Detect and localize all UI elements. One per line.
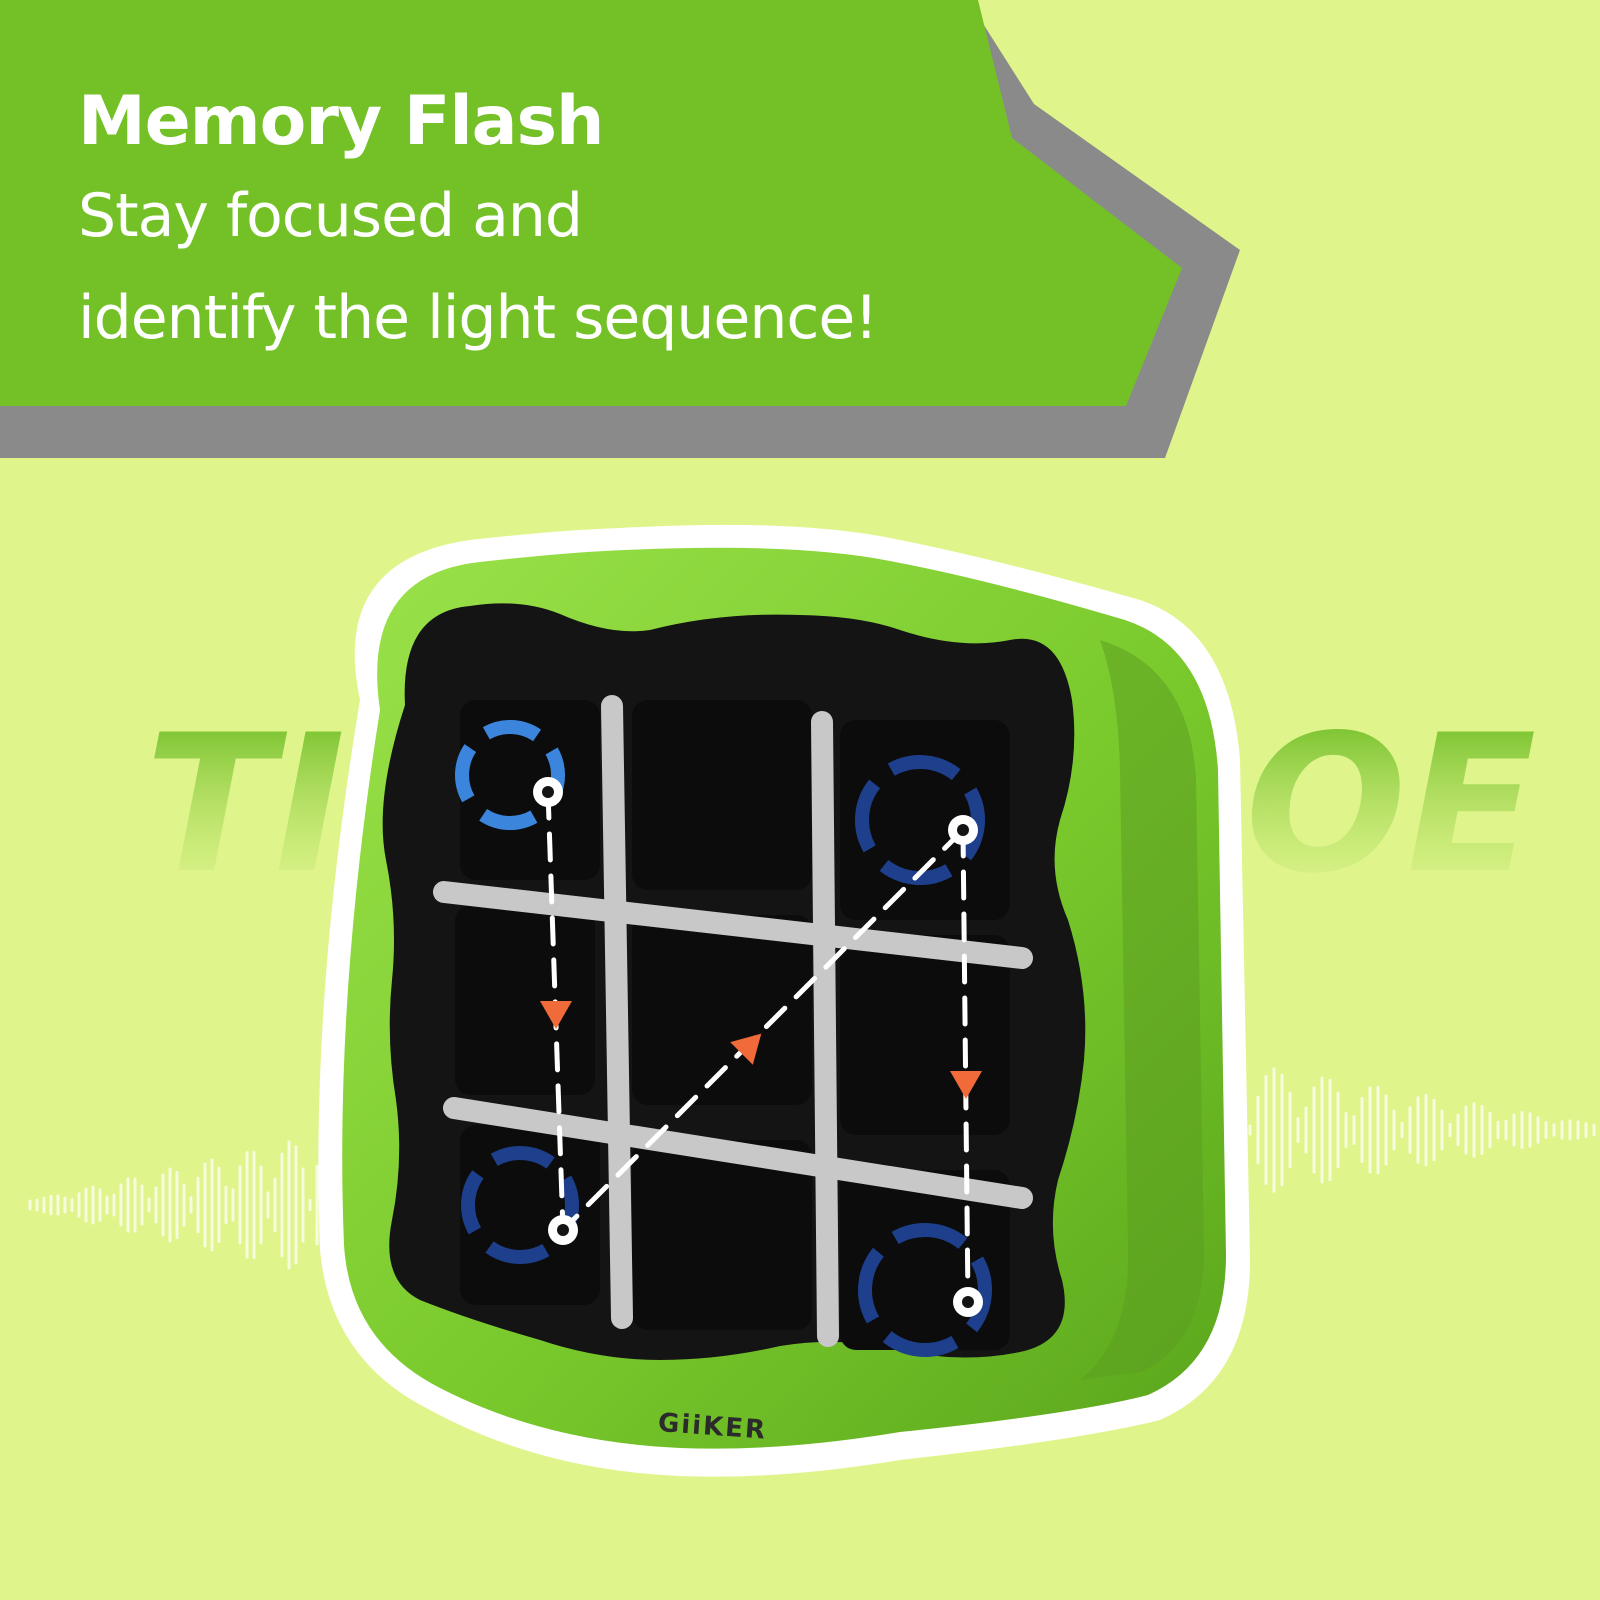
segmented-ring-icon	[855, 755, 985, 885]
button-cell	[460, 700, 600, 880]
button-cell	[460, 1125, 600, 1305]
grid-lines	[433, 695, 1033, 1347]
triangle-arrow-icon	[540, 1001, 572, 1029]
header-banner	[0, 0, 1240, 458]
segmented-ring-icon	[455, 720, 565, 830]
background-lettering: TI OE	[145, 694, 1536, 915]
button-cell	[632, 700, 812, 890]
light-rings	[455, 720, 992, 1357]
banner-background	[0, 0, 1182, 406]
path-segment	[560, 827, 966, 1233]
button-cell	[632, 1140, 812, 1330]
sequence-node-center	[542, 786, 554, 798]
button-cell	[632, 915, 812, 1105]
sequence-node-center	[557, 1224, 569, 1236]
tic-tac-toe-device: GiiKER	[318, 524, 1250, 1477]
segmented-ring-icon	[461, 1146, 579, 1264]
button-cell	[840, 935, 1010, 1135]
grid-line-horizontal-bottom	[443, 1097, 1033, 1209]
triangle-arrow-icon	[730, 1033, 762, 1065]
sequence-path	[533, 777, 983, 1317]
banner-title: Memory Flash	[78, 82, 604, 161]
button-cell	[455, 905, 595, 1095]
sequence-node-center	[962, 1296, 974, 1308]
path-segment	[960, 827, 971, 1305]
button-cells	[455, 700, 1010, 1350]
grid-line-horizontal-top	[433, 881, 1033, 969]
banner-subtitle-line-1: Stay focused and	[78, 181, 583, 251]
grid-line-vertical-left	[601, 695, 633, 1329]
device-shell-side	[1080, 640, 1204, 1380]
background-text-left: TI	[145, 694, 345, 915]
segmented-ring-icon	[858, 1223, 992, 1357]
triangle-arrow-icon	[950, 1071, 982, 1099]
sequence-node-center	[957, 824, 969, 836]
background-text-right: OE	[1245, 694, 1536, 915]
banner-subtitle-line-2: identify the light sequence!	[78, 283, 878, 353]
grid-line-vertical-right	[811, 711, 839, 1347]
